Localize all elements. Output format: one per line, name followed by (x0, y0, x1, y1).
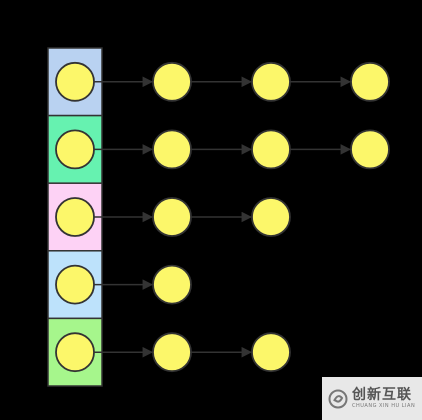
chain-node-3-2 (251, 197, 291, 237)
chain-node-2-2 (251, 129, 291, 170)
chain-node-1-3 (350, 61, 390, 102)
watermark: 创新互联 CHUANG XIN HU LIAN (322, 377, 422, 420)
bucket-2-head-node (55, 129, 95, 170)
bucket-3-head-node (55, 197, 95, 237)
chain-edges (94, 76, 352, 358)
swirl-logo-icon (328, 389, 348, 409)
chain-node-5-2 (251, 332, 291, 373)
chain-node-1-1 (152, 61, 192, 102)
watermark-title: 创新互联 (352, 387, 412, 403)
chain-node-4-1 (152, 264, 192, 305)
bucket-4-head-node (55, 264, 95, 305)
chain-node-2-3 (350, 129, 390, 170)
watermark-subtitle: CHUANG XIN HU LIAN (352, 403, 416, 409)
chain-nodes (55, 61, 390, 373)
chain-node-5-1 (152, 332, 192, 373)
chain-node-3-1 (152, 197, 192, 237)
bucket-5-head-node (55, 332, 95, 373)
bucket-1-head-node (55, 61, 95, 102)
chain-node-2-1 (152, 129, 192, 170)
chain-node-1-2 (251, 61, 291, 102)
